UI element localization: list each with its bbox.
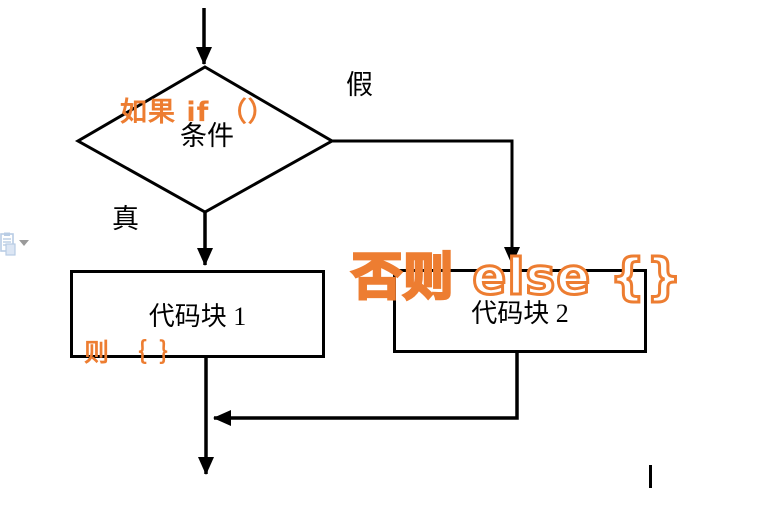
code-block-2-box[interactable]: 代码块 2	[393, 269, 647, 353]
false-branch-arrow	[332, 139, 520, 265]
code-block-1-label: 代码块 1	[148, 301, 247, 331]
condition-label: 条件	[180, 121, 234, 151]
text-caret	[649, 465, 652, 488]
then-annotation: 则 ｛ ｝	[84, 338, 187, 367]
false-branch-label: 假	[346, 70, 373, 100]
merge-arrow	[213, 353, 519, 426]
clipboard-paste-icon	[0, 232, 16, 256]
if-annotation: 如果 if （）	[120, 97, 276, 128]
code-block-1-box[interactable]: 代码块 1	[70, 270, 325, 358]
paste-options-button[interactable]	[0, 232, 30, 260]
code-block-2-label: 代码块 2	[471, 298, 569, 328]
chevron-down-icon	[19, 240, 29, 246]
true-branch-label: 真	[112, 204, 139, 234]
else-annotation: 否则 else {}	[351, 247, 684, 308]
